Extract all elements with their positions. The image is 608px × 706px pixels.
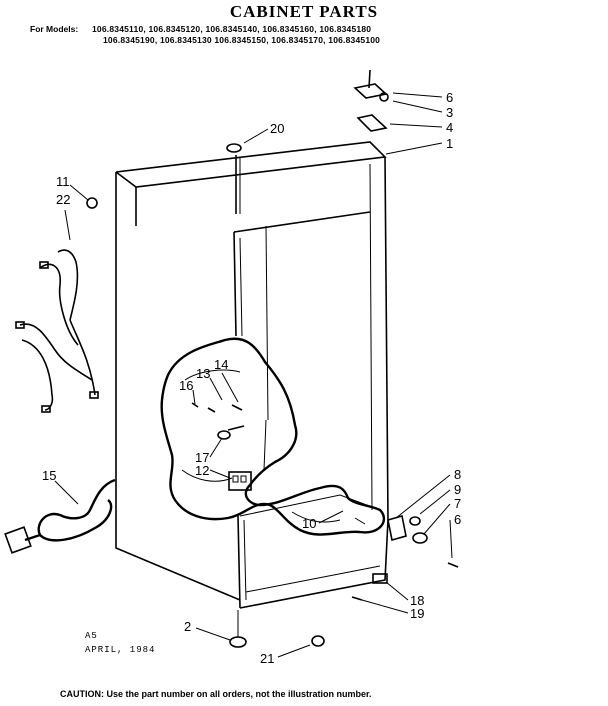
callout-3: 3	[446, 105, 453, 120]
callout-12: 12	[195, 463, 209, 478]
part-20-cap	[226, 143, 242, 214]
top-hinge-assembly	[353, 69, 389, 132]
callout-14: 14	[214, 357, 228, 372]
bottom-hinge-assembly	[351, 514, 459, 601]
callout-20: 20	[270, 121, 284, 136]
caution-note: CAUTION: Use the part number on all orde…	[60, 689, 372, 699]
callout-13: 13	[196, 366, 210, 381]
wiring-harness	[15, 197, 99, 413]
models-line-2: 106.8345190, 106.8345130 106.8345150, 10…	[103, 35, 381, 45]
callout-18: 18	[410, 593, 424, 608]
leader-lines	[54, 92, 453, 658]
callout-15: 15	[42, 468, 56, 483]
callout-11: 11	[56, 174, 70, 189]
revision-code: A5	[85, 631, 98, 641]
callout-7: 7	[454, 496, 461, 511]
callout-17: 17	[195, 450, 209, 465]
models-line-1: 106.8345110, 106.8345120, 106.8345140, 1…	[92, 24, 372, 34]
cabinet-body	[115, 141, 389, 609]
leveling-legs	[229, 610, 325, 648]
callout-9: 9	[454, 482, 461, 497]
callout-10: 10	[302, 516, 316, 531]
models-label: For Models:	[30, 24, 79, 34]
revision-date: APRIL, 1984	[85, 645, 156, 655]
callout-21: 21	[260, 651, 274, 666]
callout-1: 1	[446, 136, 453, 151]
callout-2: 2	[184, 619, 191, 634]
diagram-title: CABINET PARTS	[229, 2, 379, 21]
control-parts	[191, 402, 267, 491]
cutaway-outline	[160, 337, 386, 536]
callout-4: 4	[446, 120, 453, 135]
callout-6-bottom: 6	[454, 512, 461, 527]
callout-6-top: 6	[446, 90, 453, 105]
callout-16: 16	[179, 378, 193, 393]
callout-8: 8	[454, 467, 461, 482]
callout-22: 22	[56, 192, 70, 207]
power-cord	[4, 478, 116, 554]
callout-19: 19	[410, 606, 424, 621]
